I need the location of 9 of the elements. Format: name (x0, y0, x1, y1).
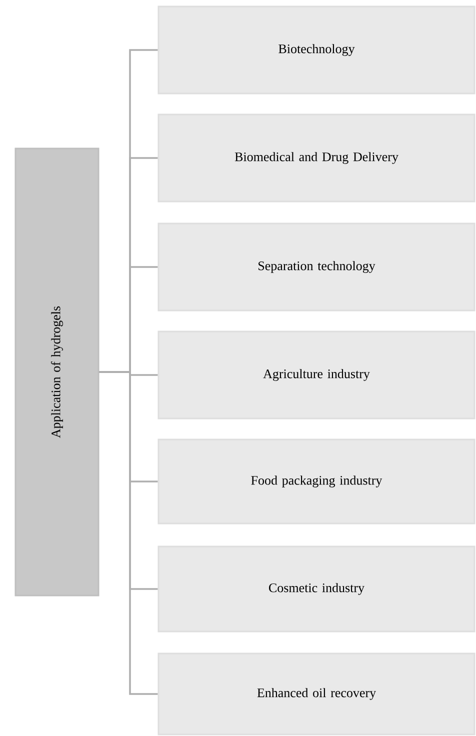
category-box: Application of hydrogels (14, 148, 100, 596)
application-box: Biomedical and Drug Delivery (158, 114, 476, 202)
connector (99, 371, 158, 695)
application-box: Agriculture industry (158, 330, 476, 420)
application-box: Food packaging industry (158, 438, 476, 524)
application-box: Enhanced oil recovery (158, 652, 476, 736)
application-box: Biotechnology (158, 6, 476, 94)
application-box: Separation technology (158, 222, 476, 312)
application-box: Cosmetic industry (158, 546, 476, 632)
